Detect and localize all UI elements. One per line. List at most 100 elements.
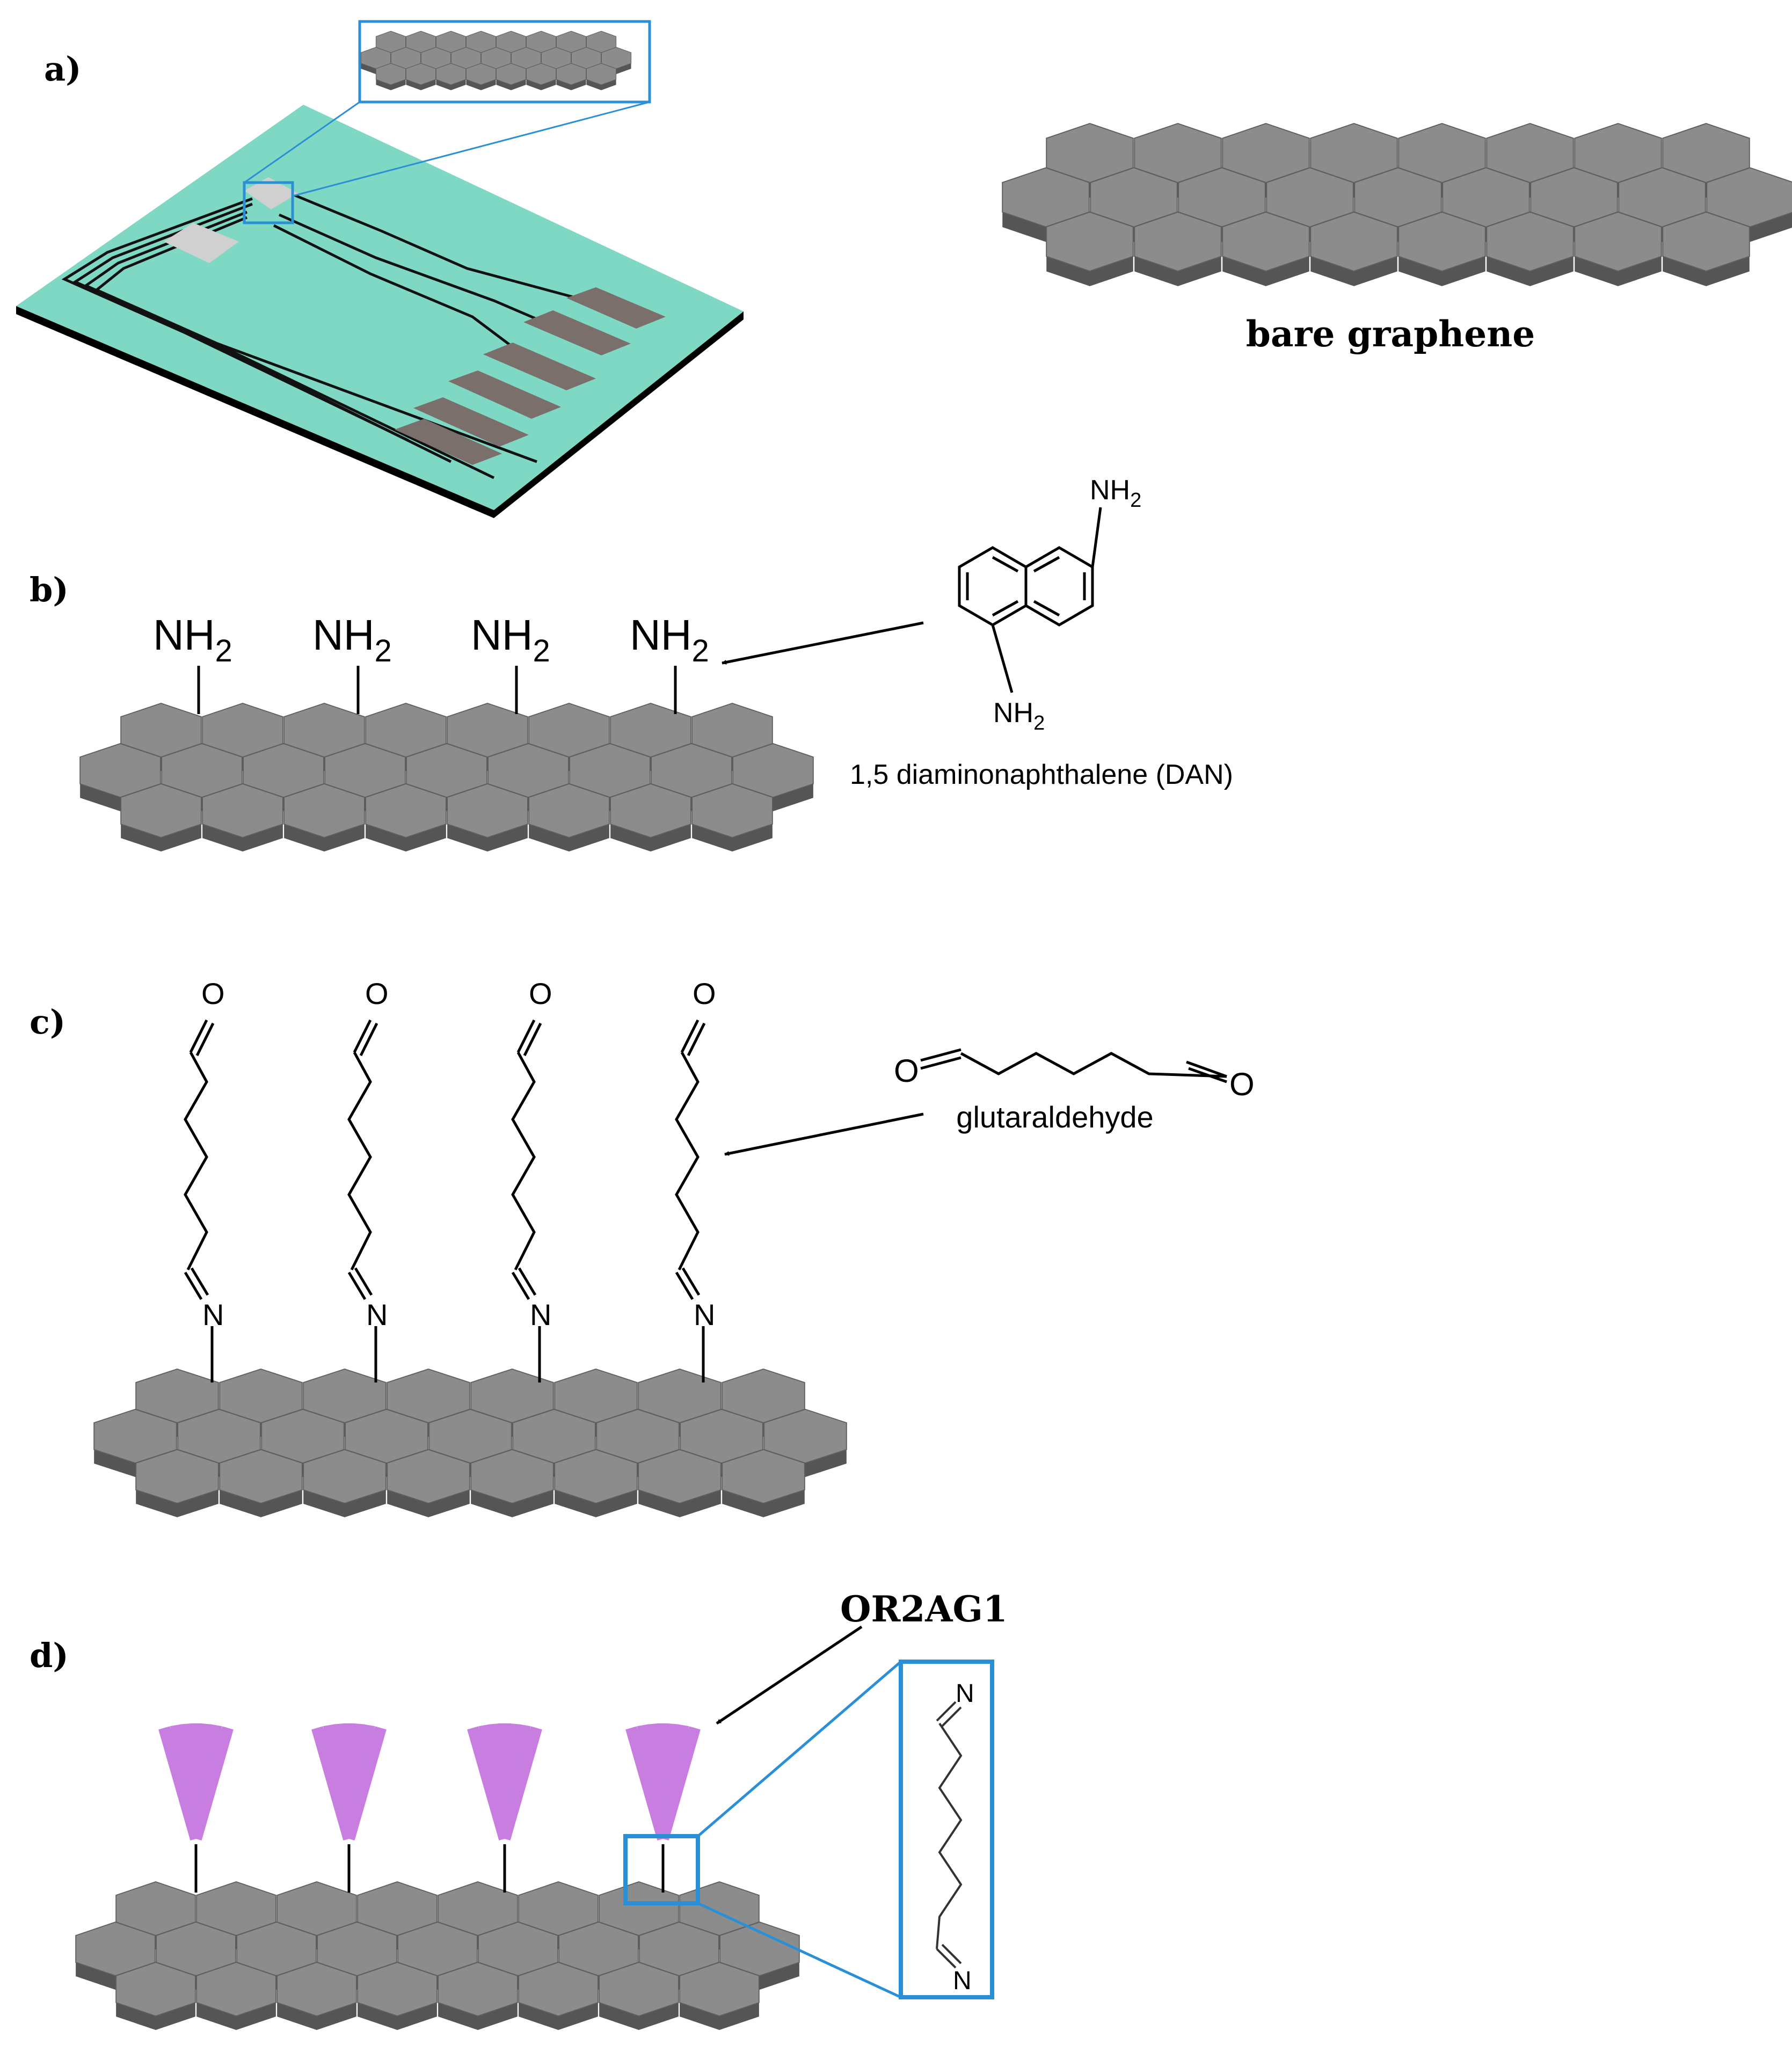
glutaraldehyde-structure	[920, 1048, 1227, 1083]
panel-d-hex	[599, 1962, 679, 2017]
bare-hex	[1222, 122, 1310, 184]
glutaraldehyde-o-right: O	[1229, 1066, 1255, 1102]
panel-d-hex	[75, 1922, 156, 1976]
bare-hex	[1134, 122, 1222, 184]
panel-b-hex	[610, 783, 691, 838]
panel-b-label: b)	[30, 570, 69, 609]
receptor-4	[625, 1723, 701, 1893]
bare-hex	[1310, 122, 1398, 184]
chain-4	[675, 1019, 706, 1382]
panel-d-hex	[317, 1922, 397, 1976]
panel-b-hex	[651, 743, 732, 798]
panel-c-hex	[387, 1369, 470, 1423]
panel-c-hex	[177, 1409, 261, 1464]
panel-b-hex	[610, 703, 691, 758]
panel-d-hex	[115, 1962, 196, 2017]
panel-d-hex	[357, 1962, 438, 2017]
receptor-1	[158, 1723, 234, 1893]
panel-d-label: d)	[30, 1636, 69, 1675]
panel-b-hex	[324, 743, 406, 798]
bare-hex	[1398, 122, 1486, 184]
panel-c-hex	[261, 1409, 345, 1464]
panel-a-label: a)	[44, 49, 82, 89]
panel-c-hex	[387, 1449, 470, 1504]
bare-hex	[1706, 167, 1792, 228]
bare-hex	[1046, 211, 1134, 272]
inset-hex	[435, 63, 467, 85]
chain-nitrogen: N	[202, 1298, 224, 1331]
svg-text:NH2: NH2	[153, 611, 232, 668]
receptor-2	[311, 1723, 387, 1893]
bare-hex	[1574, 122, 1662, 184]
panel-c-hex	[470, 1369, 554, 1423]
bare-hex	[1178, 167, 1266, 228]
chain-oxygen: O	[693, 977, 716, 1010]
svg-text:NH2: NH2	[312, 611, 392, 668]
chain-1	[184, 1019, 215, 1382]
bare-hex	[1134, 211, 1222, 272]
chain-nitrogen: N	[530, 1298, 551, 1331]
electrode-pads	[395, 287, 666, 465]
panel-b-hex	[691, 703, 773, 758]
panel-c-label: c)	[30, 1002, 65, 1042]
panel-b-hex	[161, 743, 243, 798]
bare-hex	[1662, 122, 1750, 184]
graphene-channel-2	[244, 177, 298, 209]
panel-d-hex	[276, 1962, 357, 2017]
panel-c-hex	[93, 1409, 177, 1464]
panel-d-hex	[115, 1881, 196, 1936]
panel-b-hex	[120, 783, 202, 838]
bare-hex	[1002, 167, 1090, 228]
chain-oxygen: O	[529, 977, 552, 1010]
panel-d-hex	[236, 1922, 317, 1976]
panel-d-hex	[518, 1881, 599, 1936]
panel-b-hex	[691, 783, 773, 838]
linker-structure	[936, 1701, 963, 1969]
bare-hex	[1618, 167, 1706, 228]
receptor-helix	[343, 1726, 387, 1841]
panel-b-hex	[79, 743, 161, 798]
linker-n-top: N	[956, 1679, 974, 1708]
receptor-helix	[499, 1726, 542, 1841]
inset-hex	[375, 63, 406, 85]
panel-d-hex	[639, 1922, 719, 1976]
panel-c-hex	[680, 1409, 763, 1464]
bare-hex	[1310, 211, 1398, 272]
svg-text:NH2: NH2	[630, 611, 709, 668]
graphene-sheet-b	[79, 703, 814, 852]
panel-c-hex	[638, 1449, 722, 1504]
callout-line-2	[292, 101, 650, 197]
panel-c-hex	[219, 1369, 303, 1423]
panel-c-hex	[219, 1449, 303, 1504]
panel-c-hex	[303, 1449, 387, 1504]
panel-d-hex	[719, 1922, 800, 1976]
amine-group-2: NH2	[312, 611, 392, 714]
panel-c-hex	[135, 1449, 219, 1504]
receptor-helix	[190, 1726, 234, 1841]
dan-structure	[958, 507, 1102, 693]
panel-d-hex	[357, 1881, 438, 1936]
panel-c-hex	[470, 1449, 554, 1504]
linker-highlight-box	[623, 1834, 700, 1905]
panel-d-hex	[478, 1922, 558, 1976]
channel-highlight-box	[243, 181, 294, 224]
panel-c-hex	[135, 1369, 219, 1423]
dan-caption: 1,5 diaminonaphthalene (DAN)	[850, 759, 1233, 790]
panel-b-hex	[283, 783, 365, 838]
panel-b-hex	[202, 783, 283, 838]
inset-hex	[496, 63, 527, 85]
panel-c-hex	[428, 1409, 512, 1464]
zoom-line-bottom	[697, 1902, 902, 1999]
dan-top-nh2: NH2	[1090, 475, 1141, 512]
graphene-channel-1	[164, 223, 239, 263]
panel-b-hex	[447, 783, 528, 838]
panel-d-hex	[438, 1962, 518, 2017]
inset-hex	[526, 63, 557, 85]
graphene-sheet-c	[93, 1369, 847, 1517]
bare-hex	[1398, 211, 1486, 272]
panel-b-hex	[528, 783, 610, 838]
